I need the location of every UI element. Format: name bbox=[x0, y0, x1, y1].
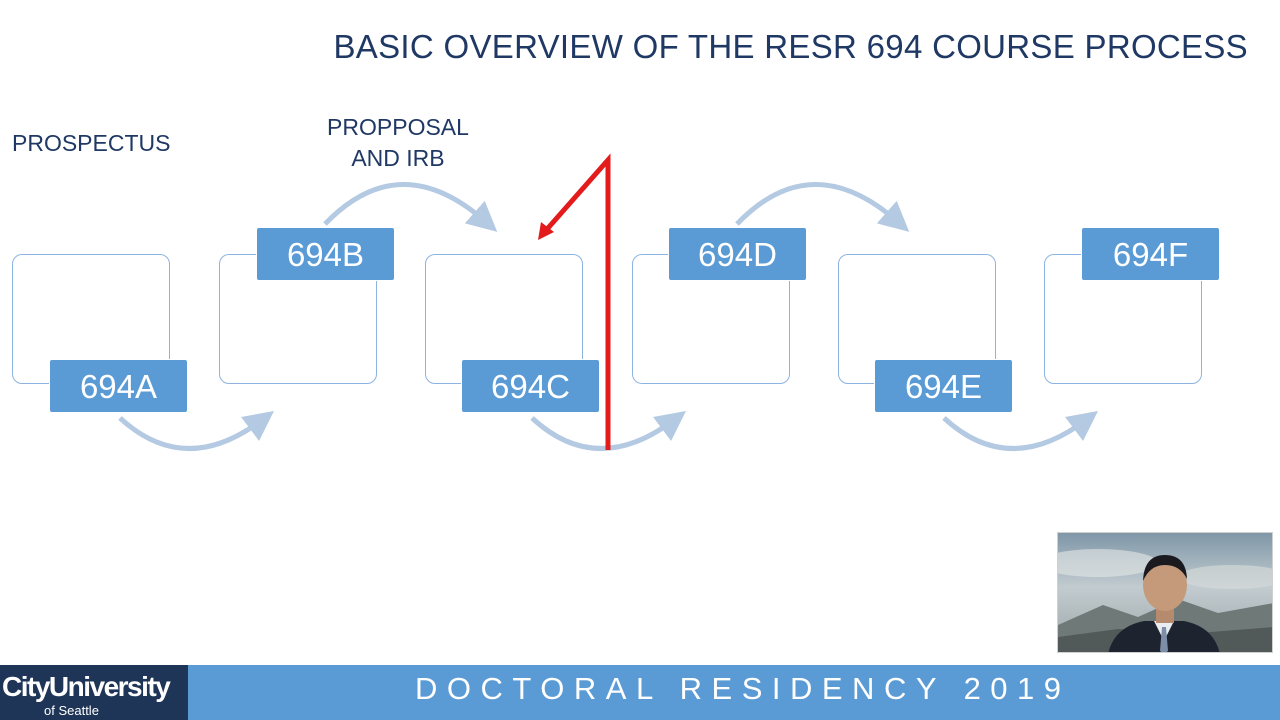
footer-banner: DOCTORAL RESIDENCY 2019 bbox=[188, 665, 1280, 720]
step-label-694c: 694C bbox=[461, 359, 600, 413]
proposal-label-line2: AND IRB bbox=[351, 145, 445, 171]
curved-arrow-icon-c-d bbox=[530, 410, 686, 451]
prospectus-label: PROSPECTUS bbox=[12, 130, 171, 156]
presenter-video-image bbox=[1058, 533, 1272, 652]
step-label-694f: 694F bbox=[1081, 227, 1220, 281]
logo-main-text: CityUniversity bbox=[2, 671, 171, 702]
footer-banner-text: DOCTORAL RESIDENCY 2019 bbox=[415, 671, 1071, 706]
proposal-irb-label: PROPPOSAL AND IRB bbox=[298, 112, 498, 174]
proposal-label-line1: PROPPOSAL bbox=[327, 114, 469, 140]
step-label-694b: 694B bbox=[256, 227, 395, 281]
step-label-694a: 694A bbox=[49, 359, 188, 413]
curved-arrow-icon-d-e bbox=[735, 182, 910, 232]
step-label-694e: 694E bbox=[874, 359, 1013, 413]
step-label-694d: 694D bbox=[668, 227, 807, 281]
presenter-webcam bbox=[1057, 532, 1273, 653]
cityu-logo: CityUniversity of Seattle bbox=[0, 665, 188, 720]
logo-sub-text: of Seattle bbox=[44, 703, 99, 718]
slide-title: BASIC OVERVIEW OF THE RESR 694 COURSE PR… bbox=[333, 28, 1248, 65]
curved-arrow-icon-e-f bbox=[942, 410, 1098, 451]
curved-arrow-icon-b-c bbox=[323, 182, 498, 232]
curved-arrow-icon-a-b bbox=[118, 410, 274, 451]
